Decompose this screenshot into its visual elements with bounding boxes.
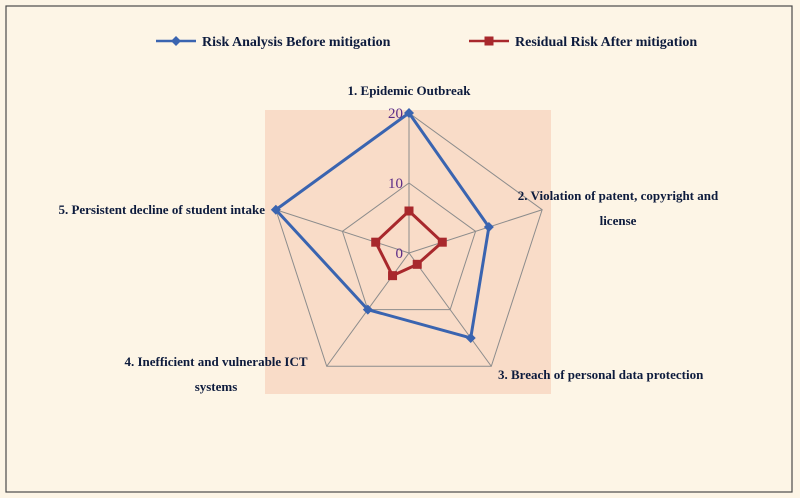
point-after-4 <box>388 271 398 281</box>
legend-item-after: Residual Risk After mitigation <box>469 35 697 50</box>
radar-series <box>270 108 494 343</box>
point-before-2 <box>483 222 494 233</box>
point-before-5 <box>270 204 281 215</box>
category-labels: 1. Epidemic Outbreak 2. Violation of pate… <box>58 83 719 394</box>
grid-ring-1 <box>341 182 477 311</box>
legend-label-after: Residual Risk After mitigation <box>515 35 697 50</box>
category-label-3: 3. Breach of personal data protection <box>498 367 704 382</box>
tick-label-20: 20 <box>388 106 403 122</box>
tick-label-0: 0 <box>396 246 404 262</box>
spoke-3 <box>408 252 492 367</box>
category-label-5: 5. Persistent decline of student intake <box>58 202 265 217</box>
legend-item-before: Risk Analysis Before mitigation <box>156 35 391 50</box>
point-after-1 <box>404 206 414 216</box>
legend: Risk Analysis Before mitigation Residual… <box>156 35 697 50</box>
tick-label-10: 10 <box>388 176 403 192</box>
legend-marker-before <box>171 36 181 46</box>
spoke-2 <box>408 209 543 254</box>
category-label-2-line-2: license <box>600 213 637 228</box>
legend-marker-after <box>484 36 494 46</box>
category-label-2-line-1: 2. Violation of patent, copyright and <box>518 188 719 203</box>
point-before-3 <box>465 332 476 343</box>
category-label-4-line-1: 4. Inefficient and vulnerable ICT <box>124 354 307 369</box>
category-label-1: 1. Epidemic Outbreak <box>348 83 472 98</box>
series-line-1 <box>274 111 491 340</box>
point-before-4 <box>362 304 373 315</box>
point-after-3 <box>412 259 422 269</box>
category-label-4-line-2: systems <box>195 379 238 394</box>
series-line-2 <box>374 209 444 278</box>
point-after-5 <box>371 237 381 247</box>
plot-area <box>265 110 551 394</box>
point-after-2 <box>437 237 447 247</box>
spoke-5 <box>275 209 410 254</box>
point-before-1 <box>404 108 414 118</box>
legend-label-before: Risk Analysis Before mitigation <box>202 35 391 50</box>
radial-ticks: 0 10 20 <box>388 106 403 262</box>
